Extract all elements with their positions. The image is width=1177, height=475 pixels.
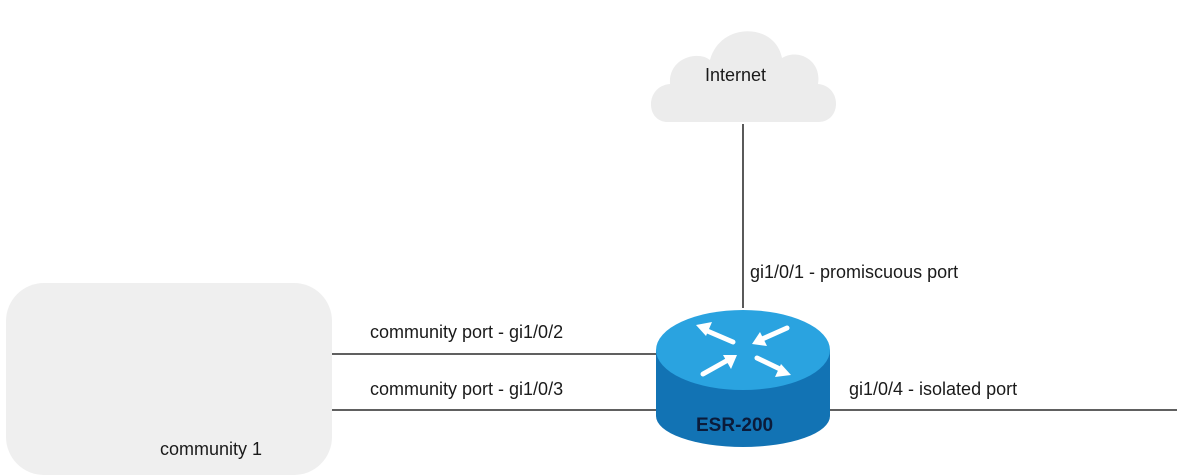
community-group-label: community 1: [160, 439, 263, 459]
internet-cloud-icon: [650, 31, 836, 122]
cloud-label: Internet: [705, 65, 767, 85]
router-icon: [656, 310, 830, 447]
community-port-label-2: community port - gi1/0/3: [370, 379, 564, 399]
community-port-label-1: community port - gi1/0/2: [370, 322, 564, 342]
isolated-port-label: gi1/0/4 - isolated port: [849, 379, 1018, 399]
uplink-port-label: gi1/0/1 - promiscuous port: [750, 262, 959, 282]
community-group-box: [6, 283, 332, 475]
router-label: ESR-200: [696, 415, 774, 436]
